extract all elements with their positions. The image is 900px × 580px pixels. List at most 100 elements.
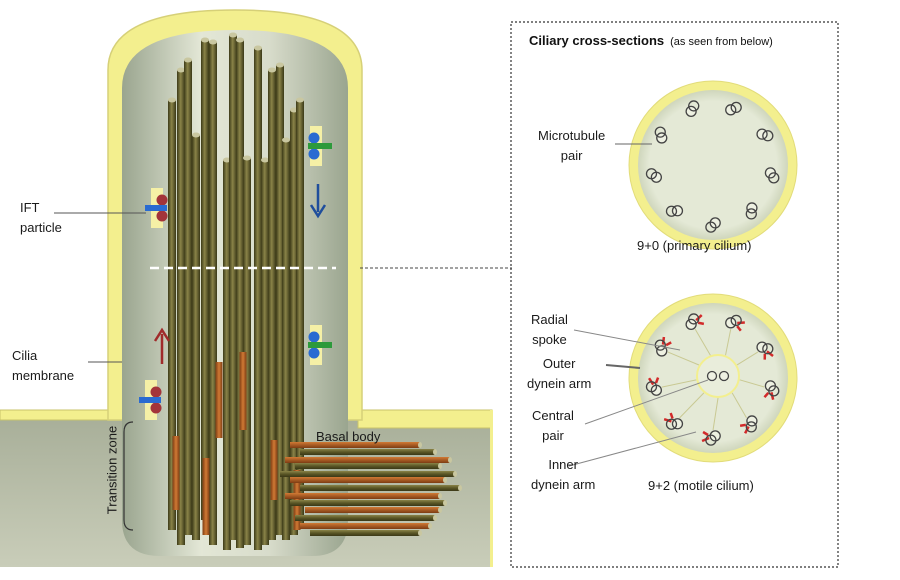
basal-body-rod-tip — [443, 477, 447, 483]
microtubule-pair-label: Microtubule pair — [538, 128, 606, 163]
basal-body-rod — [300, 485, 460, 491]
inner-dynein-arm — [736, 325, 742, 332]
inner-dynein-arm — [702, 430, 709, 437]
radial-spokes — [661, 328, 765, 431]
microtubule-rod — [254, 48, 262, 550]
doublet-tubule-b — [688, 313, 700, 325]
microtubule-rod-tip — [243, 155, 251, 161]
basal-body-rod-tip — [438, 463, 442, 469]
microtubule-rod — [209, 42, 217, 545]
cilia-membrane-label: Cilia membrane — [12, 348, 75, 383]
basal-body-rod — [300, 523, 430, 529]
orange-rod — [270, 440, 278, 500]
orange-rod — [202, 458, 210, 535]
basal-body-rod — [280, 471, 455, 477]
inner-dynein-arm — [697, 321, 705, 326]
microtubule-rod-tip — [177, 67, 185, 73]
radial-spoke — [694, 328, 711, 356]
central-pair — [706, 370, 730, 382]
microtubule-rod — [276, 65, 284, 535]
ift-particle-icon — [308, 126, 332, 166]
basal-body-rod — [285, 493, 440, 499]
down-arrow-icon — [309, 184, 327, 219]
basal-body-rod-tip — [433, 449, 437, 455]
microtubule-rod-tip — [209, 39, 217, 45]
basal-body-triplets — [280, 442, 462, 536]
basal-body-rod-tip — [453, 471, 457, 477]
doublet-tubule-b — [745, 208, 757, 220]
doublet-tubule-b — [654, 126, 666, 138]
axoneme-microtubules — [168, 32, 304, 550]
basal-body-rod — [310, 530, 420, 536]
microtubule-rod — [184, 60, 192, 535]
orange-rod — [172, 436, 180, 510]
microtubule-rod-tip — [254, 45, 262, 51]
microtubule-rod — [268, 70, 276, 540]
basal-body-rod-tip — [448, 457, 452, 463]
primary-cilium-disc — [638, 90, 788, 240]
ift-particle-label: IFT particle — [20, 200, 62, 235]
basal-body-rod — [290, 500, 445, 506]
basal-body-rod — [285, 457, 450, 463]
radial-spoke — [736, 351, 759, 366]
central-tubule — [706, 370, 718, 382]
basal-body-rod — [305, 507, 440, 513]
doublet-tubule-b — [705, 221, 717, 233]
microtubule-rod — [168, 100, 176, 530]
doublet-tubule-b — [762, 130, 774, 142]
doublet-tubule-b — [768, 172, 780, 184]
doublet-tubule-b — [745, 421, 757, 433]
basal-body-rod — [295, 463, 440, 469]
basal-body-rod — [300, 449, 435, 455]
basal-body-rod-tip — [438, 493, 442, 499]
microtubule-rod — [177, 70, 185, 545]
inner-dynein-arm — [763, 391, 770, 398]
inner-dynein-arm — [669, 412, 674, 419]
microtubule-rod-tip — [236, 37, 244, 43]
central-tubule — [718, 370, 730, 382]
panel-title: Ciliary cross-sections(as seen from belo… — [529, 33, 773, 48]
outer-dynein-arm-label: Outer dynein arm — [527, 356, 592, 391]
cell-membrane-edge — [490, 410, 493, 567]
doublet-tubule-a — [725, 104, 737, 116]
microtubule-rod — [192, 135, 200, 540]
cell-membrane-left — [0, 409, 109, 421]
doublet-tubule-b — [705, 434, 717, 446]
microtubule-rod — [290, 110, 298, 535]
doublet-tubule-b — [762, 343, 774, 355]
doublet-tubule-b — [768, 385, 780, 397]
inner-dynein-arm — [654, 377, 660, 384]
basal-body-rod — [290, 477, 445, 483]
microtubule-rod-tip — [192, 132, 200, 138]
radial-spoke — [712, 397, 719, 431]
microtubule-rod-tip — [229, 32, 237, 38]
motile-doublets — [645, 313, 780, 446]
inner-dynein-arm-label: Inner dynein arm — [531, 457, 596, 492]
doublet-tubule-b — [645, 168, 658, 180]
basal-body-rod-tip — [428, 523, 432, 529]
up-arrow-icon — [153, 327, 171, 364]
orange-rod — [239, 352, 247, 430]
ift-particle-icon — [145, 188, 168, 228]
basal-body-rod-tip — [418, 442, 422, 448]
basal-body-rod-tip — [433, 515, 437, 521]
microtubule-rod-tip — [276, 62, 284, 68]
orange-rod — [215, 362, 223, 438]
cell-membrane-right — [357, 409, 493, 429]
microtubule-rod-tip — [296, 97, 304, 103]
microtubule-rod — [261, 160, 269, 545]
basal-body-rod-tip — [418, 530, 422, 536]
basal-body-rod-tip — [438, 507, 442, 513]
microtubule-rod — [229, 35, 237, 540]
microtubule-rod-tip — [282, 137, 290, 143]
microtubule-rod — [243, 158, 251, 545]
doublet-tubule-b — [688, 100, 700, 112]
ift-particle-icon — [308, 325, 332, 365]
radial-spoke — [661, 379, 697, 388]
doublet-tubule-b — [645, 381, 658, 393]
doublet-tubule-a — [725, 317, 737, 329]
central-pair-label: Central pair — [532, 408, 574, 443]
basal-body-rod-tip — [458, 485, 462, 491]
microtubule-rod-tip — [261, 157, 269, 163]
